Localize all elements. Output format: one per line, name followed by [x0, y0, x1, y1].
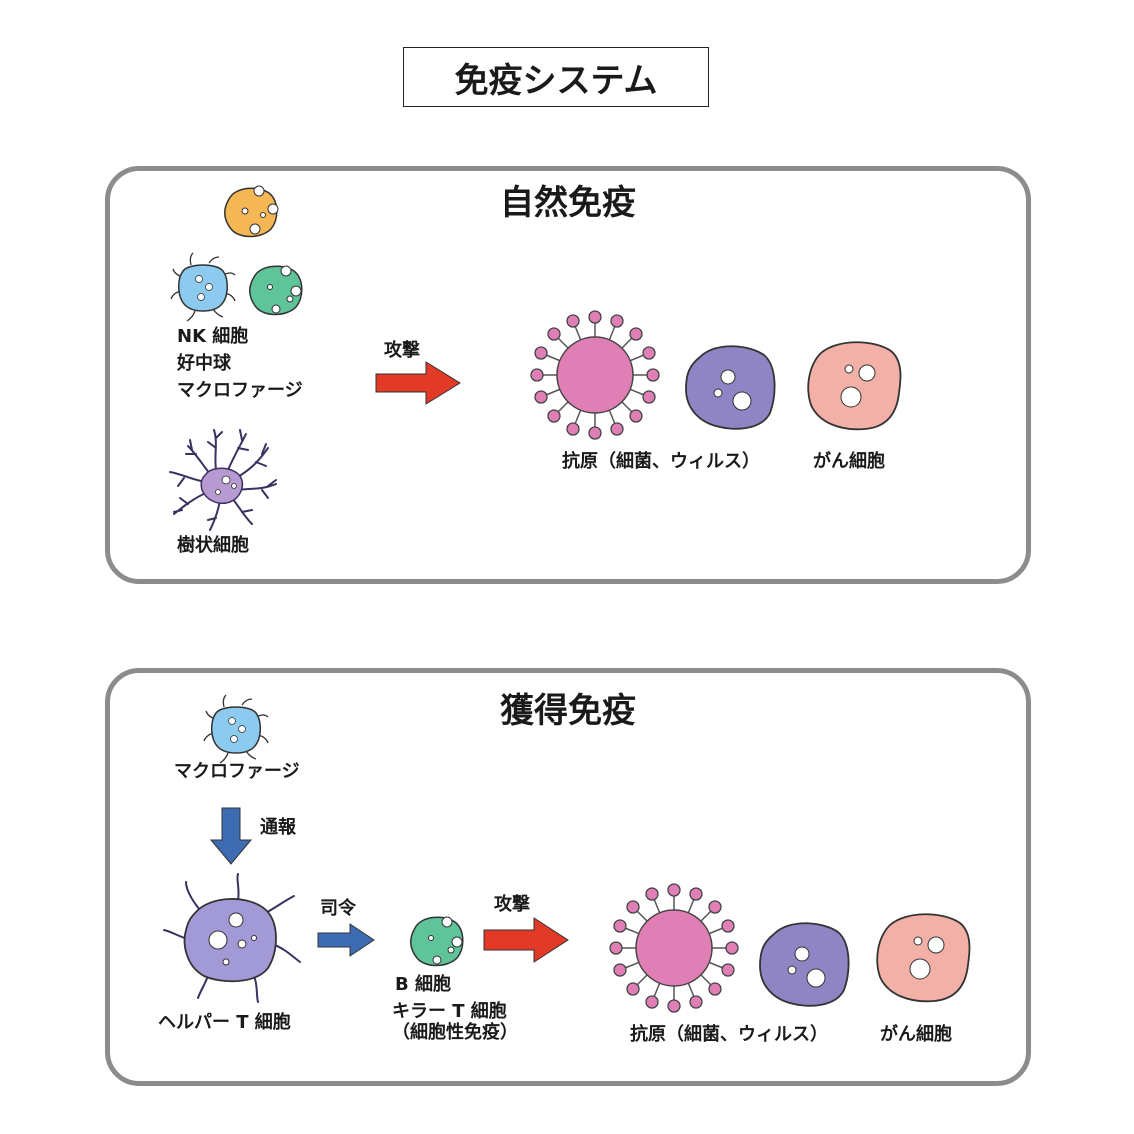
acquired-immunity-panel: [105, 668, 1031, 1086]
cancer-cell-label: がん細胞: [813, 451, 885, 472]
attack-arrow-icon: [375, 361, 461, 405]
cancer-cell-label: がん細胞: [880, 1024, 952, 1045]
macrophage-label: マクロファージ: [177, 380, 303, 401]
antigen-label: 抗原（細菌、ウィルス）: [630, 1024, 828, 1045]
attack-label: 攻撃: [384, 340, 420, 361]
dendritic-cell-label: 樹状細胞: [177, 535, 249, 556]
killer-t-cell-label: キラー T 細胞: [392, 1001, 507, 1022]
helper-t-cell-label: ヘルパー T 細胞: [158, 1012, 291, 1033]
command-arrow-icon: [317, 923, 375, 957]
cancer-cell-icon: [876, 913, 971, 1003]
cellular-immunity-label: （細胞性免疫）: [392, 1022, 518, 1043]
helper-t-cell-icon: [163, 873, 301, 1003]
b-cell-icon: [410, 916, 464, 967]
macrophage-icon: [203, 694, 269, 764]
nk-cell-label: NK 細胞: [177, 326, 249, 347]
report-label: 通報: [260, 817, 296, 838]
neutrophil-label: 好中球: [177, 353, 231, 374]
report-arrow-icon: [209, 807, 253, 865]
neutrophil-icon: [249, 265, 303, 316]
dendritic-cell-icon: [169, 429, 277, 531]
attack-label: 攻撃: [494, 894, 530, 915]
innate-immunity-title: 自然免疫: [500, 183, 636, 223]
macrophage-icon: [170, 252, 236, 322]
virus-cell-icon: [685, 345, 776, 430]
cancer-cell-icon: [807, 341, 902, 431]
nk-cell-icon: [224, 185, 279, 238]
command-label: 司令: [320, 898, 356, 919]
macrophage-label: マクロファージ: [174, 761, 300, 782]
attack-arrow-icon: [483, 917, 569, 963]
antigen-icon: [609, 883, 739, 1013]
acquired-immunity-title: 獲得免疫: [500, 691, 636, 731]
b-cell-label: B 細胞: [395, 974, 451, 995]
antigen-icon: [530, 310, 660, 440]
antigen-label: 抗原（細菌、ウィルス）: [562, 451, 760, 472]
diagram-title: 免疫システム: [403, 47, 709, 107]
innate-immunity-panel: [105, 166, 1031, 584]
virus-cell-icon: [759, 922, 850, 1007]
